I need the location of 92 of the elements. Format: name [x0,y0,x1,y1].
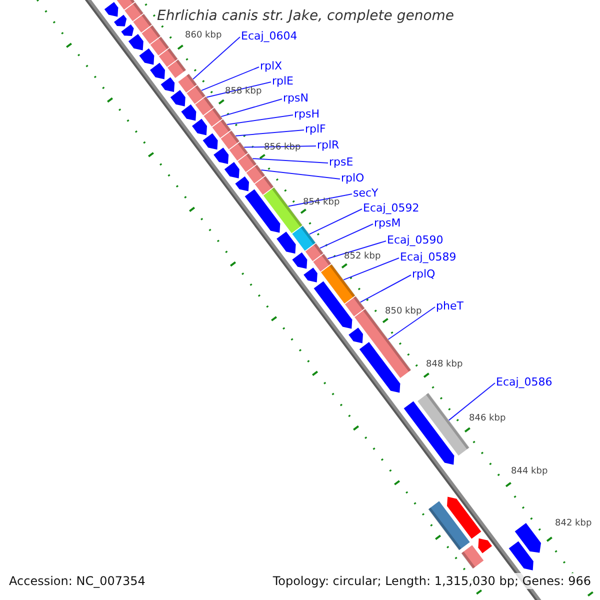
gene-pentagon [104,2,118,17]
gene-bar [186,84,206,106]
gene-label: secY [353,188,378,198]
leader-line [448,382,496,421]
gene-label: Ecaj_0589 [400,252,456,262]
leader-line [388,306,436,340]
gene-label: rplO [341,172,364,184]
info-text: Accession: NC_007354 [9,573,146,589]
gene-pentagon [314,281,352,329]
gene-pentagon [181,104,196,121]
info-text: Topology: circular; Length: 1,315,030 bp; Genes: 966 [272,573,591,589]
gene-label: rpsN [283,92,308,104]
gene-label: rpsM [374,218,401,228]
tick-label: 852 kbp [344,252,381,262]
gene-bar [114,0,136,11]
gene-bar [262,186,304,234]
gene-label: Ecaj_0586 [496,376,552,388]
gene-pentagon [508,541,534,570]
gene-label: rpsE [329,156,354,168]
leader-line [201,66,260,91]
tick-label: 850 kbp [385,308,422,316]
gene-pentagon [224,162,240,178]
gene-pentagon [170,90,186,106]
leader-line [327,240,386,260]
tick-label: 860 kbp [185,32,222,40]
gene-label: pheT [436,300,464,312]
gene-label: rplX [260,60,282,72]
tick-label: 844 kbp [511,468,548,476]
tick-label: 848 kbp [426,360,463,370]
gene-label: rplE [272,76,294,86]
leader-line [226,114,294,126]
leader-line [343,258,400,280]
gene-pentagon [235,176,249,192]
gene-pentagon [292,252,308,269]
gene-bar [202,106,224,128]
leader-line [252,158,328,164]
tick-label: 846 kbp [469,414,506,424]
gene-bar [245,164,266,185]
gene-label: rplR [317,140,340,150]
gene-bar [291,224,317,252]
leader-line [220,98,282,118]
gene-label: rplF [305,124,326,134]
gene-bar [123,1,144,22]
leader-line [192,36,240,80]
gene-bar [460,544,485,570]
gene-label: rplQ [412,268,436,280]
gene-bar [194,96,215,116]
gene-bar [166,58,187,80]
gene-bar [211,118,232,140]
gene-pentagon [478,538,492,554]
gene-bar [344,295,366,318]
gene-bar [312,252,332,273]
gene-pentagon [128,34,144,50]
gene-pentagon [514,523,541,553]
gene-bar [158,47,179,68]
leader-line [308,208,362,235]
gene-bar [140,24,162,46]
gene-bar [254,175,275,196]
gene-pentagon [202,133,218,150]
gene-pentagon [150,62,165,80]
map-title: Ehrlichia canis str. Jake, complete genome [157,9,454,23]
gene-pentagon [139,48,154,65]
gene-bar [416,392,470,457]
gene-pentagon [404,401,454,465]
gene-bar [149,36,170,57]
gene-pentagon [276,232,296,254]
gene-bar [220,130,240,151]
gene-label: rpsH [294,108,320,120]
gene-bar [320,263,356,305]
gene-bar [228,141,249,162]
gene-label: Ecaj_0590 [387,234,444,246]
gene-bar [427,500,471,552]
gene-pentagon [114,14,127,26]
gene-pentagon [244,189,280,233]
gene-pentagon [359,342,400,393]
gene-bar [132,12,153,34]
leader-line [235,130,304,136]
gene-pentagon [214,148,229,164]
gene-pentagon [447,496,482,539]
gene-pentagon [304,268,318,282]
gene-bar [236,152,258,174]
gene-bar [304,242,324,262]
leader-line [206,82,272,98]
gene-label: Ecaj_0604 [241,30,298,42]
leader-line [260,169,340,180]
leader-line [360,274,412,303]
tick-label: 842 kbp [555,520,592,528]
gene-bar [177,72,198,94]
leader-line [319,224,374,249]
gene-label: Ecaj_0592 [363,202,420,214]
gene-pentagon [160,77,175,92]
gene-pentagon [192,118,207,136]
